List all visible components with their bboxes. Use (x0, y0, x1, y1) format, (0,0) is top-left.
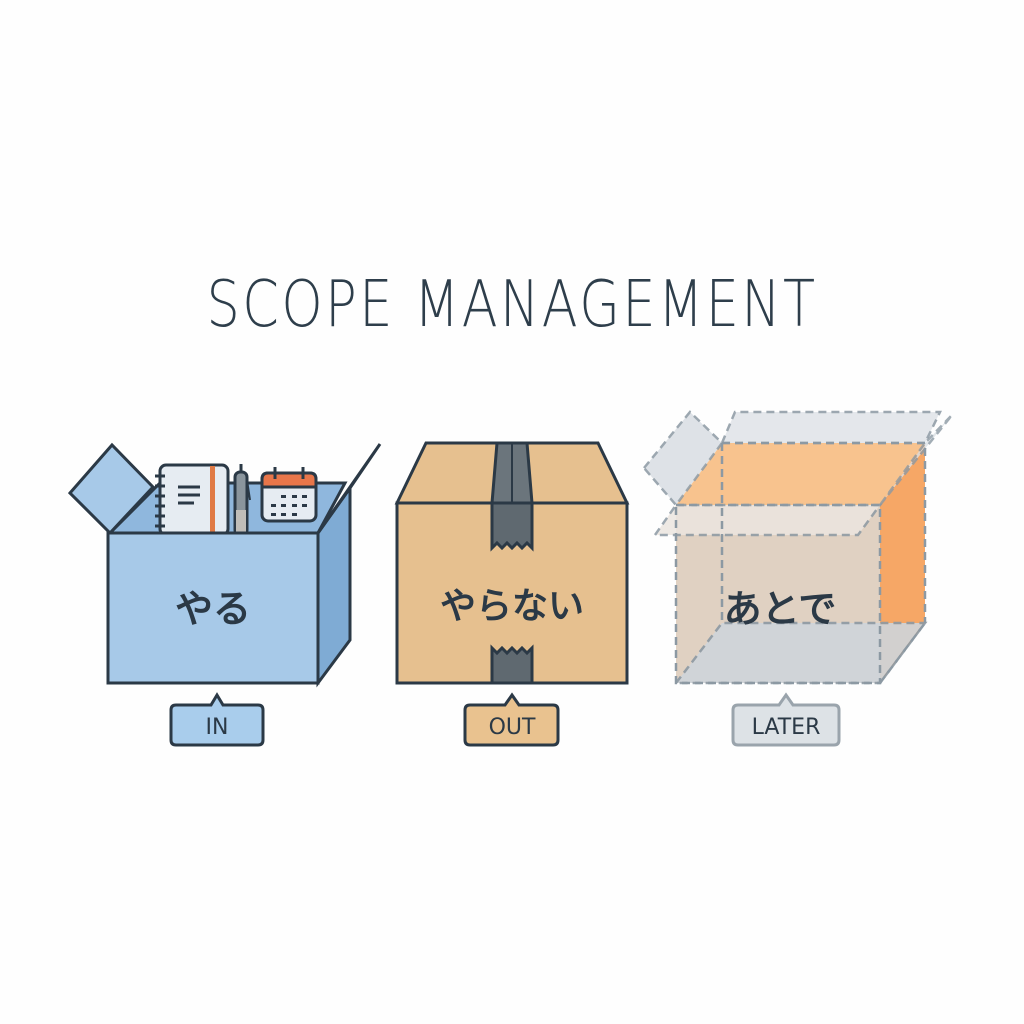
in-box: やる (67, 442, 382, 688)
out-box-label: やらない (440, 586, 584, 627)
in-box-label: やる (175, 587, 251, 631)
page-title: SCOPE MANAGEMENT (206, 268, 818, 342)
notebook-icon (155, 463, 230, 537)
left-flap (67, 442, 156, 536)
tape-icon (490, 441, 534, 685)
right-flap (316, 443, 382, 534)
tag-later-label: LATER (752, 715, 821, 740)
later-box-label: あとで (724, 587, 837, 631)
later-box: あとで (642, 410, 953, 685)
calendar-icon (260, 467, 318, 523)
tag-later: LATER (731, 692, 841, 747)
tag-out: OUT (463, 692, 560, 747)
tag-out-label: OUT (489, 715, 536, 740)
pen-icon (233, 464, 251, 537)
tag-in: IN (169, 692, 265, 747)
out-box: やらない (394, 441, 630, 685)
tag-in-label: IN (206, 715, 229, 740)
